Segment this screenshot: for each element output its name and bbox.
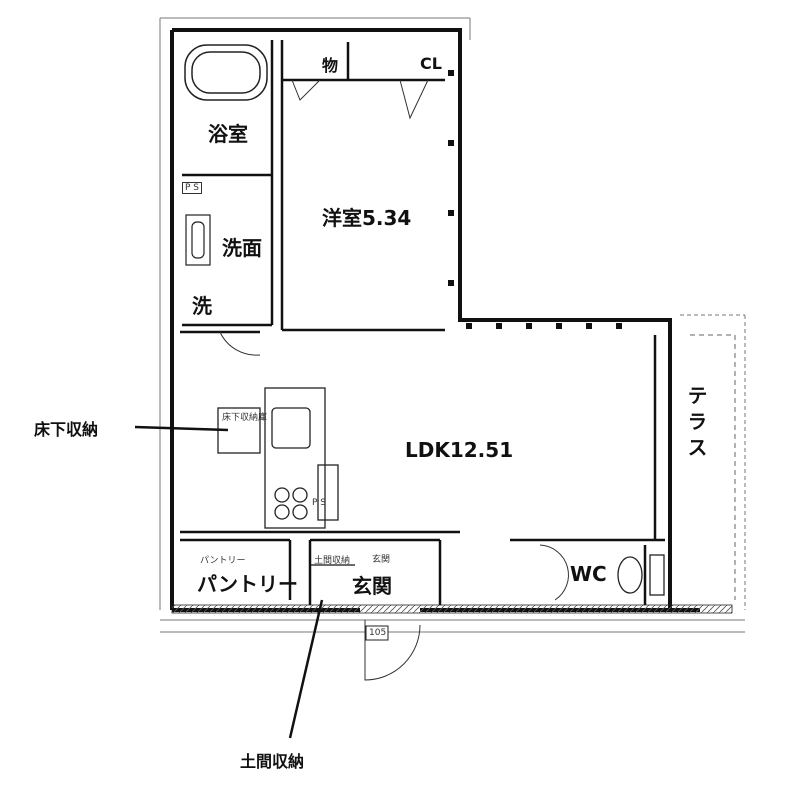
pantry-label: パントリー (197, 572, 298, 596)
laundry-label: 洗 (192, 294, 212, 318)
pantry-small-label: パントリー (200, 556, 246, 566)
site-boundary (159, 17, 746, 633)
terrace-label: テラス (684, 385, 708, 463)
doma-storage-small-label: 土間収納 (314, 556, 351, 566)
wc-label: WC (570, 562, 607, 586)
storage-label: 物 (322, 56, 339, 75)
washbasin (185, 214, 211, 266)
wall-ticks (448, 70, 622, 329)
underfloor-small-label: 床下収納庫 (222, 413, 268, 423)
exterior-walls (170, 28, 700, 612)
bath-label: 浴室 (208, 122, 248, 146)
entrance-small-label: 玄関 (372, 555, 391, 565)
washroom-label: 洗面 (222, 236, 262, 260)
annotation-doma-storage: 土間収納 (240, 752, 305, 771)
hatched-wall (171, 604, 733, 614)
kitchen-counter (264, 387, 339, 529)
annotation-underfloor-storage: 床下収納 (34, 420, 99, 439)
door-tag-box (365, 625, 389, 641)
ldk-label: LDK12.51 (405, 438, 514, 462)
ps-top-label: P S (182, 182, 203, 194)
western-room-label: 洋室5.34 (322, 206, 412, 230)
leader-doma (288, 599, 324, 739)
closet-label: CL (420, 54, 442, 73)
bathtub (184, 44, 268, 101)
door-number: 105 (369, 628, 387, 638)
toilet (617, 554, 665, 596)
entrance-label: 玄関 (352, 574, 392, 598)
ps-kitchen-label: P S (312, 498, 327, 508)
leader-underfloor (134, 425, 229, 432)
terrace-outline (690, 334, 736, 600)
door-swings (219, 79, 569, 681)
interior-walls (180, 40, 665, 605)
